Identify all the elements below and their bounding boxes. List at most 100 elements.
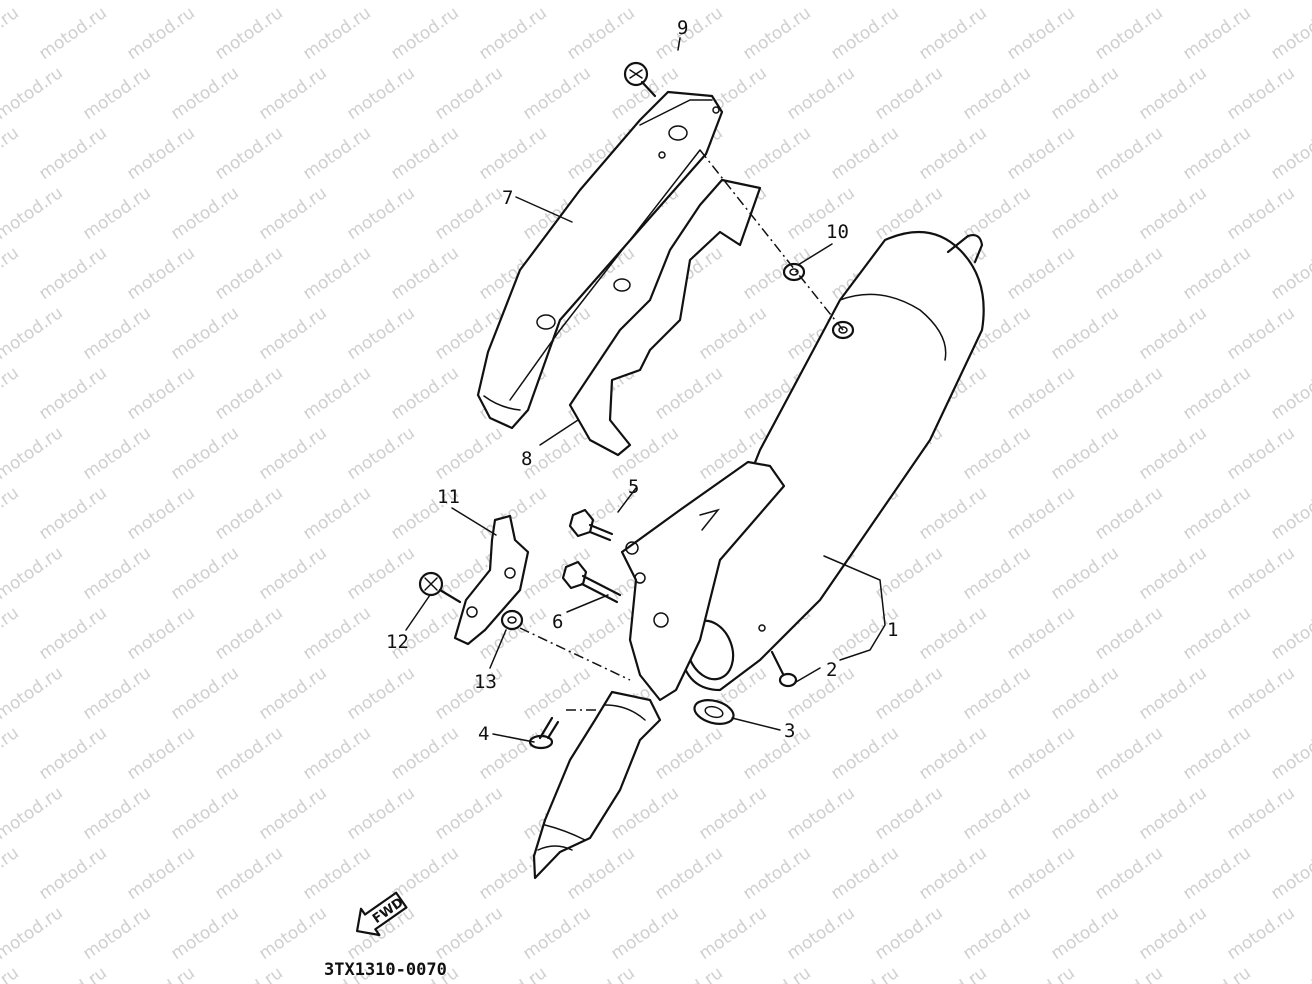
watermark-text: motod.ru	[695, 903, 770, 964]
watermark-text: motod.ru	[123, 123, 198, 184]
watermark-text: motod.ru	[827, 123, 902, 184]
bolt-part-5	[568, 508, 614, 542]
watermark-text: motod.ru	[431, 783, 506, 844]
watermark-text: motod.ru	[431, 903, 506, 964]
watermark-text: motod.ru	[211, 363, 286, 424]
watermark-text: motod.ru	[739, 723, 814, 784]
watermark-text: motod.ru	[1091, 963, 1166, 984]
watermark-text: motod.ru	[299, 603, 374, 664]
callout-11: 11	[437, 486, 460, 508]
watermark-text: motod.ru	[1091, 843, 1166, 904]
bolt-part-4	[528, 716, 560, 750]
watermark-text: motod.ru	[1223, 0, 1298, 4]
watermark-text: motod.ru	[563, 963, 638, 984]
watermark-text: motod.ru	[1267, 963, 1312, 984]
watermark-text: motod.ru	[211, 243, 286, 304]
watermark-text: motod.ru	[1267, 243, 1312, 304]
watermark-text: motod.ru	[1135, 0, 1210, 4]
watermark-text: motod.ru	[79, 783, 154, 844]
watermark-text: motod.ru	[475, 123, 550, 184]
watermark-text: motod.ru	[1003, 363, 1078, 424]
watermark-text: motod.ru	[35, 243, 110, 304]
watermark-text: motod.ru	[299, 123, 374, 184]
watermark-text: motod.ru	[1179, 483, 1254, 544]
watermark-text: motod.ru	[211, 723, 286, 784]
watermark-text: motod.ru	[1135, 783, 1210, 844]
watermark-text: motod.ru	[123, 843, 198, 904]
watermark-text: motod.ru	[1047, 63, 1122, 124]
watermark-text: motod.ru	[1003, 603, 1078, 664]
heat-protector-part-7	[476, 90, 724, 430]
watermark-text: motod.ru	[299, 843, 374, 904]
watermark-text: motod.ru	[255, 903, 330, 964]
watermark-text: motod.ru	[299, 363, 374, 424]
watermark-text: motod.ru	[431, 0, 506, 4]
watermark-text: motod.ru	[827, 843, 902, 904]
watermark-text: motod.ru	[0, 903, 67, 964]
watermark-text: motod.ru	[827, 723, 902, 784]
gasket-part-3	[693, 699, 735, 725]
watermark-text: motod.ru	[1267, 603, 1312, 664]
watermark-text: motod.ru	[959, 63, 1034, 124]
watermark-text: motod.ru	[1135, 543, 1210, 604]
watermark-text: motod.ru	[167, 303, 242, 364]
screw-part-9	[623, 61, 657, 98]
watermark-text: motod.ru	[1047, 783, 1122, 844]
watermark-text: motod.ru	[0, 963, 23, 984]
watermark-text: motod.ru	[211, 483, 286, 544]
washer-part-13	[500, 609, 524, 631]
watermark-text: motod.ru	[79, 903, 154, 964]
watermark-text: motod.ru	[475, 3, 550, 64]
watermark-text: motod.ru	[35, 3, 110, 64]
watermark-text: motod.ru	[343, 0, 418, 4]
watermark-text: motod.ru	[563, 843, 638, 904]
watermark-text: motod.ru	[1179, 723, 1254, 784]
watermark-text: motod.ru	[1223, 783, 1298, 844]
watermark-text: motod.ru	[871, 783, 946, 844]
watermark-text: motod.ru	[959, 543, 1034, 604]
watermark-text: motod.ru	[431, 63, 506, 124]
watermark-text: motod.ru	[1179, 603, 1254, 664]
muffler-stay-bracket	[620, 460, 786, 702]
watermark-text: motod.ru	[79, 663, 154, 724]
watermark-text: motod.ru	[255, 303, 330, 364]
watermark-text: motod.ru	[0, 243, 23, 304]
watermark-text: motod.ru	[1091, 243, 1166, 304]
callout-4: 4	[478, 723, 489, 745]
watermark-text: motod.ru	[387, 723, 462, 784]
watermark-text: motod.ru	[1135, 303, 1210, 364]
watermark-text: motod.ru	[1179, 123, 1254, 184]
callout-8: 8	[521, 448, 532, 470]
watermark-text: motod.ru	[123, 723, 198, 784]
watermark-text: motod.ru	[651, 843, 726, 904]
watermark-text: motod.ru	[35, 363, 110, 424]
watermark-text: motod.ru	[1047, 543, 1122, 604]
callout-7: 7	[502, 187, 513, 209]
watermark-text: motod.ru	[123, 243, 198, 304]
watermark-text: motod.ru	[343, 663, 418, 724]
watermark-text: motod.ru	[1267, 483, 1312, 544]
watermark-text: motod.ru	[123, 483, 198, 544]
watermark-text: motod.ru	[1179, 243, 1254, 304]
watermark-text: motod.ru	[959, 783, 1034, 844]
watermark-text: motod.ru	[1003, 483, 1078, 544]
watermark-text: motod.ru	[35, 603, 110, 664]
watermark-text: motod.ru	[255, 663, 330, 724]
watermark-text: motod.ru	[167, 783, 242, 844]
watermark-text: motod.ru	[607, 903, 682, 964]
watermark-text: motod.ru	[0, 483, 23, 544]
callout-1: 1	[887, 619, 898, 641]
watermark-text: motod.ru	[1003, 3, 1078, 64]
watermark-text: motod.ru	[167, 543, 242, 604]
watermark-text: motod.ru	[343, 183, 418, 244]
watermark-text: motod.ru	[387, 243, 462, 304]
watermark-text: motod.ru	[343, 783, 418, 844]
diagram-code: 3TX1310-0070	[324, 960, 447, 980]
watermark-text: motod.ru	[167, 183, 242, 244]
watermark-text: motod.ru	[0, 123, 23, 184]
watermark-text: motod.ru	[871, 543, 946, 604]
watermark-text: motod.ru	[255, 423, 330, 484]
watermark-text: motod.ru	[0, 843, 23, 904]
watermark-text: motod.ru	[211, 843, 286, 904]
